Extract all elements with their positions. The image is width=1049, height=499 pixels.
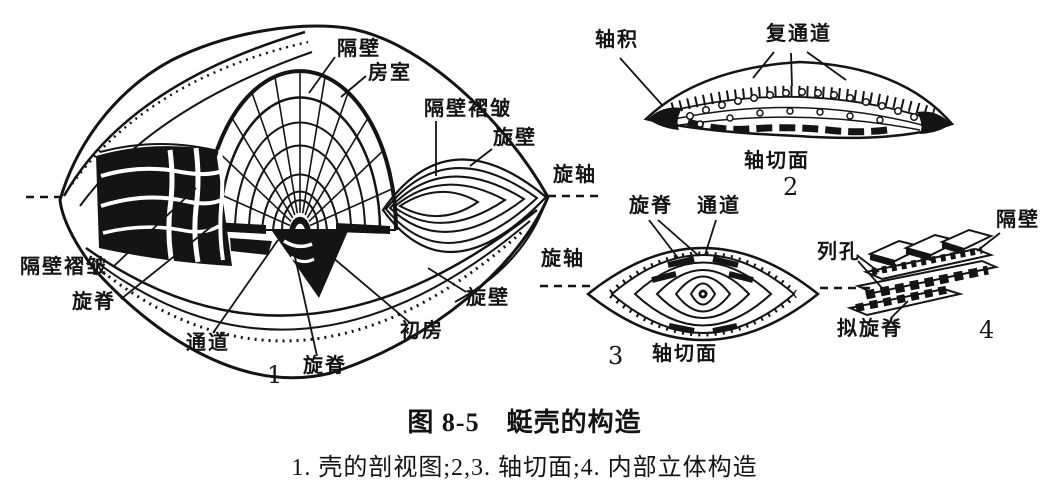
- figure-number-2: 2: [783, 173, 799, 201]
- label-chomata-left-fig1: 旋脊: [72, 291, 116, 313]
- label-spiral-wall-bottom-fig1: 旋壁: [466, 287, 510, 309]
- figure-number-1: 1: [267, 361, 283, 389]
- label-spiral-axis-fig1: 旋轴: [553, 164, 597, 186]
- fig1-shell-cutaway-drawing: [58, 24, 550, 380]
- label-axial-filling-fig2: 轴积: [595, 29, 639, 51]
- label-parachomata-fig4: 拟旋脊: [837, 318, 903, 340]
- label-chamber-fig1: 房室: [368, 62, 412, 84]
- label-septal-fold-bottom-fig1: 隔壁褶皱: [20, 256, 108, 278]
- label-spiral-wall-top-fig1: 旋壁: [493, 127, 537, 149]
- caption-axial-section-fig3: 轴切面: [652, 343, 718, 365]
- label-chomata-mid-fig1: 旋脊: [303, 355, 347, 377]
- label-tunnel-fig1: 通道: [186, 332, 230, 354]
- label-foramina-fig4: 列孔: [817, 241, 861, 263]
- figure-number-3: 3: [608, 342, 624, 370]
- label-proloculus-fig1: 初房: [400, 320, 444, 342]
- caption-axial-section-fig2: 轴切面: [744, 150, 810, 172]
- rotation-axis-dashes: [26, 194, 876, 290]
- label-tunnel-fig3: 通道: [697, 195, 741, 217]
- label-multiple-tunnel-fig2: 复通道: [766, 23, 832, 45]
- fig2-axial-section-drawing: [643, 60, 955, 140]
- fig4-internal-structure-drawing: [846, 228, 1000, 317]
- leader-lines: [113, 51, 1001, 357]
- label-septal-fold-top-fig1: 隔壁褶皱: [424, 98, 512, 120]
- figure-number-4: 4: [979, 316, 995, 344]
- figure-caption-subtitle: 1. 壳的剖视图;2,3. 轴切面;4. 内部立体构造: [291, 455, 758, 481]
- label-spiral-axis-fig3: 旋轴: [541, 248, 585, 270]
- label-septum-fig4: 隔壁: [996, 209, 1040, 231]
- fig3-axial-section-drawing: [585, 246, 821, 342]
- figure-caption-title: 图 8-5 蜓壳的构造: [407, 408, 642, 437]
- label-chomata-fig3: 旋脊: [629, 195, 673, 217]
- label-septum-fig1: 隔壁: [337, 38, 381, 60]
